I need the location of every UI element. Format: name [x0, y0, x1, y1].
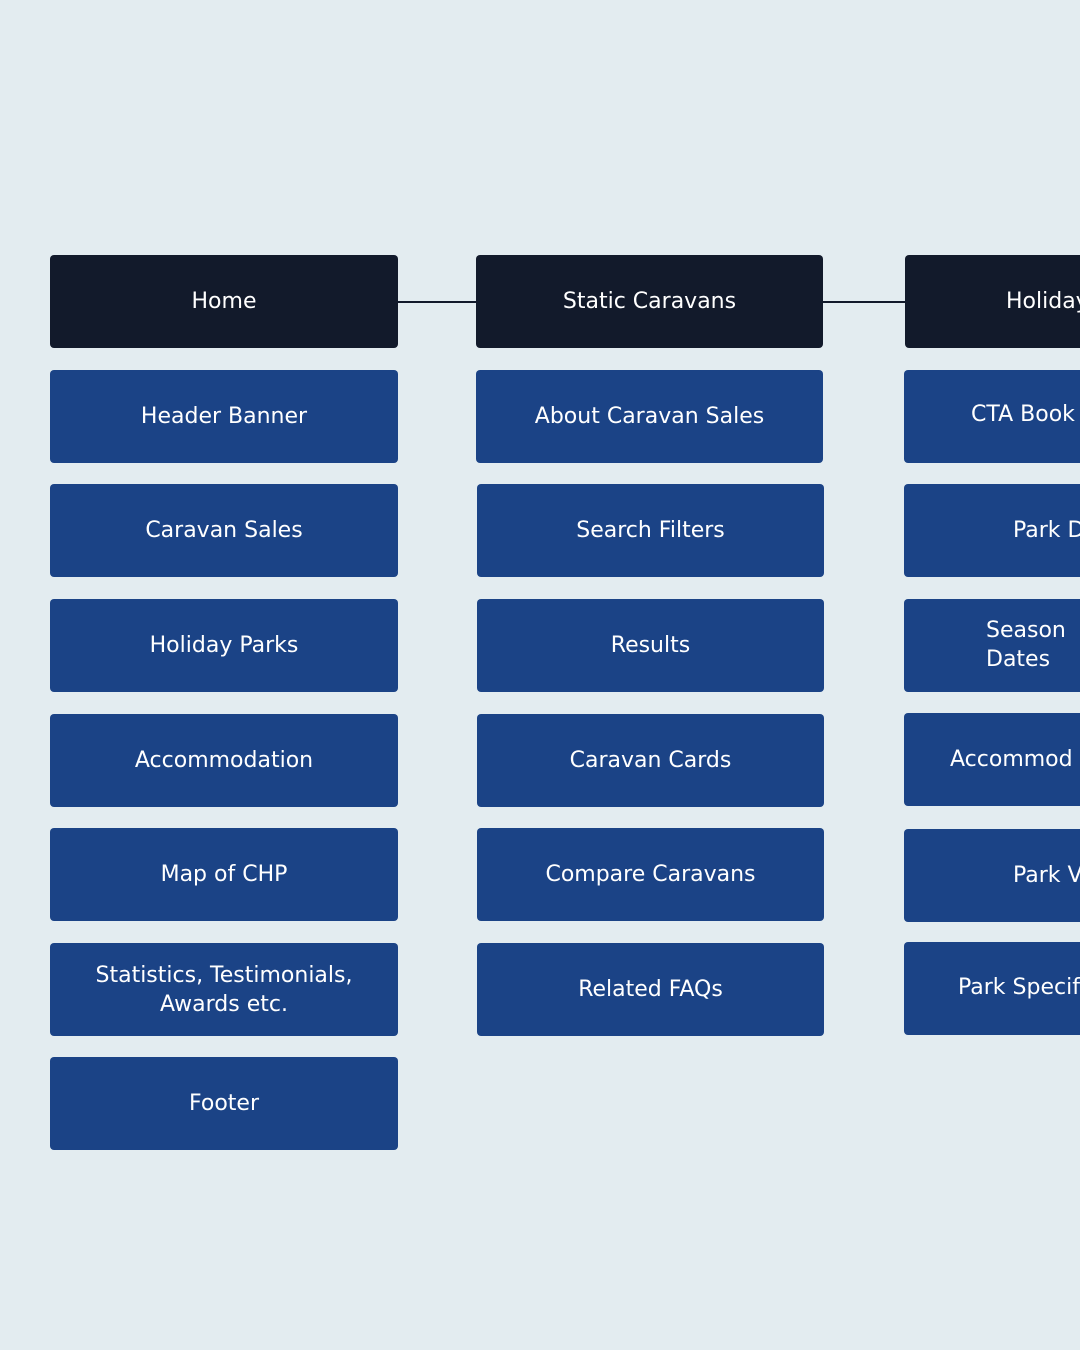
section-node-label: Statistics, Testimonials, Awards etc.: [95, 962, 353, 1017]
section-node: Compare Caravans: [477, 828, 824, 921]
section-node: Park D: [904, 484, 1080, 577]
section-node-label: Park V: [1013, 863, 1080, 888]
section-node: Footer: [50, 1057, 398, 1150]
section-node: Park Specif: [904, 942, 1080, 1035]
section-node-label: Search Filters: [576, 518, 725, 543]
section-node: Statistics, Testimonials, Awards etc.: [50, 943, 398, 1036]
page-node-home: Home: [50, 255, 398, 348]
section-node: Caravan Cards: [477, 714, 824, 807]
section-node: Caravan Sales: [50, 484, 398, 577]
section-node-label: Results: [610, 633, 691, 658]
section-node: Header Banner: [50, 370, 398, 463]
section-node-label: Caravan Cards: [569, 748, 732, 773]
page-node-label: Home: [191, 289, 257, 314]
section-node: Related FAQs: [477, 943, 824, 1036]
connector-static-holiday: [823, 301, 905, 303]
section-node-label: Park Specif: [958, 975, 1080, 1000]
section-node: Park V: [904, 829, 1080, 922]
section-node-label: Map of CHP: [160, 862, 288, 887]
section-node: Map of CHP: [50, 828, 398, 921]
section-node-label: Season Dates: [986, 618, 1066, 672]
section-node: Season Dates: [904, 599, 1080, 692]
connector-home-static: [397, 301, 476, 303]
section-node: Search Filters: [477, 484, 824, 577]
section-node-label: Compare Caravans: [545, 862, 756, 887]
section-node: Accommodation: [50, 714, 398, 807]
section-node-label: Header Banner: [140, 404, 308, 429]
section-node-label: Caravan Sales: [145, 518, 303, 543]
section-node-label: Holiday Parks: [149, 633, 299, 658]
section-node: About Caravan Sales: [476, 370, 823, 463]
section-node: Accommod: [904, 713, 1080, 806]
section-node-label: Accommod: [950, 747, 1073, 772]
page-node-static-caravans: Static Caravans: [476, 255, 823, 348]
section-node-label: Accommodation: [134, 748, 314, 773]
section-node-label: CTA Book: [971, 402, 1075, 427]
page-node-holiday: Holiday: [905, 255, 1080, 348]
section-node-label: About Caravan Sales: [534, 404, 765, 429]
section-node: Results: [477, 599, 824, 692]
section-node-label: Footer: [189, 1091, 259, 1116]
page-node-label: Static Caravans: [562, 289, 737, 314]
section-node: Holiday Parks: [50, 599, 398, 692]
page-node-label: Holiday: [1006, 289, 1080, 314]
section-node-label: Related FAQs: [578, 977, 723, 1002]
section-node: CTA Book: [904, 370, 1080, 463]
section-node-label: Park D: [1013, 518, 1080, 543]
column-holiday: Holiday CTA Book Park D Season Dates Acc…: [904, 0, 1080, 1350]
